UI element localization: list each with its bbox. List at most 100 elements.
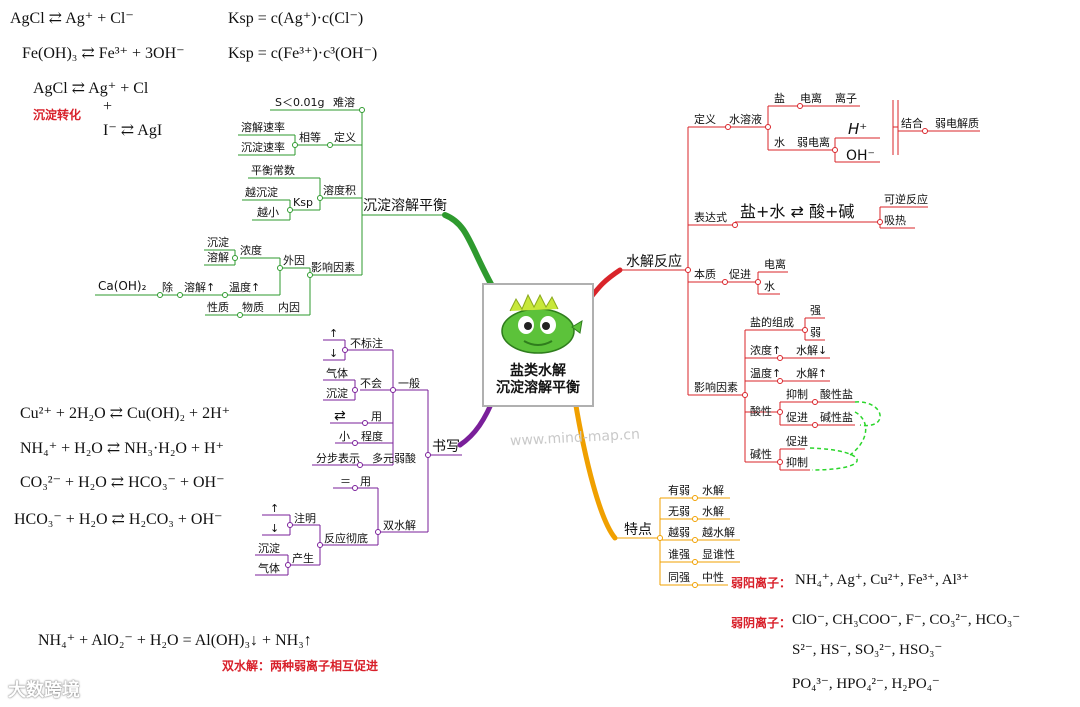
node-yizhi2: 抑制	[786, 455, 808, 469]
node-cujin3: 促进	[786, 410, 808, 424]
node-chengdu: 程度	[361, 429, 383, 443]
green-main-label: 沉淀溶解平衡	[363, 198, 447, 214]
label-weak-anions: 弱阴离子：	[731, 616, 792, 630]
node-buhui: 不会	[360, 377, 382, 390]
node-nanrong: 难溶	[333, 95, 355, 109]
node-shui2: 水	[764, 280, 775, 293]
node-dingyi: 定义	[334, 130, 356, 144]
node-yuexiao: 越小	[257, 205, 279, 219]
dragon-mascot-icon	[501, 293, 583, 354]
node-yong2: 用	[360, 475, 371, 488]
node-ruodianjiezhi: 弱电解质	[935, 116, 979, 130]
node-cujin: 促进	[729, 267, 751, 281]
node-wuzhi: 物质	[242, 300, 264, 314]
node-yuechendian: 越沉淀	[245, 185, 278, 199]
center-title-2: 沉淀溶解平衡	[496, 380, 580, 396]
node-shuangshui: 双水解	[383, 518, 416, 532]
eq-ksp-feoh3: Ksp = c(Fe³⁺)·c³(OH⁻)	[228, 45, 378, 62]
node-rongjie-rate: 溶解速率	[241, 120, 285, 134]
node-pingheng: 平衡常数	[251, 164, 295, 177]
node-dianli2: 电离	[764, 257, 786, 271]
node-chendian-rate: 沉淀速率	[241, 140, 285, 154]
node-neiyin: 内因	[278, 300, 300, 314]
node-r5b: 中性	[702, 570, 724, 584]
eq-ksp-agcl: Ksp = c(Ag⁺)·c(Cl⁻)	[228, 10, 364, 27]
node-sj-wendu: 温度↑	[750, 366, 781, 380]
node-sj-nongdu: 浓度↑	[750, 343, 781, 357]
node-suanxing: 酸性	[750, 404, 772, 418]
node-ksp: Ksp	[293, 196, 313, 209]
node-yong: 用	[371, 410, 382, 423]
node-ruodianli: 弱电离	[797, 135, 830, 149]
eq-plus: +	[103, 98, 113, 115]
node-dianli: 电离	[800, 91, 822, 105]
node-down: ↓	[329, 347, 338, 360]
node-jiehe: 结合	[901, 116, 923, 130]
node-r2a: 无弱	[668, 505, 690, 518]
node-shuijie-up: 水解↑	[796, 366, 827, 380]
eq-co3-hydrolysis: CO₃²⁻ + H₂O ⇄ HCO₃⁻ + OH⁻	[20, 474, 225, 491]
node-wendu-up: 温度↑	[229, 280, 260, 294]
node-rongjie-up: 溶解↑	[184, 280, 215, 294]
branch-line-orange	[572, 397, 618, 541]
node-up: ↑	[329, 327, 338, 340]
eq-agcl: AgCl ⇄ Ag⁺ + Cl⁻	[10, 10, 134, 27]
node-jianxing: 碱性	[750, 447, 772, 461]
node-expr: 盐+水 ⇄ 酸+碱	[740, 202, 854, 221]
eq-feoh3: Fe(OH)₃ ⇄ Fe³⁺ + 3OH⁻	[22, 45, 185, 62]
node-r3a: 越弱	[668, 525, 690, 539]
label-chendian-zhuanhua: 沉淀转化	[33, 108, 82, 122]
node-bubiaozhu: 不标注	[350, 336, 383, 350]
node-cujin4: 促进	[786, 434, 808, 448]
node-r1a: 有弱	[668, 483, 690, 497]
node-up2: ↑	[270, 502, 279, 515]
brand-logo-text: 大数跨境	[8, 680, 80, 701]
eq-cu-hydrolysis: Cu²⁺ + 2H₂O ⇄ Cu(OH)₂ + 2H⁺	[20, 405, 231, 422]
eq-agcl-2: AgCl ⇄ Ag⁺ + Cl	[33, 80, 149, 97]
red-main-label: 水解反应	[626, 253, 682, 270]
eq-nh4-hydrolysis: NH₄⁺ + H₂O ⇄ NH₃·H₂O + H⁺	[20, 440, 224, 457]
purple-main-label: 书写	[432, 439, 460, 455]
node-rongjie2: 溶解	[207, 250, 229, 264]
node-chu: 除	[162, 280, 173, 294]
node-duoyuan: 多元弱酸	[372, 451, 416, 465]
node-kenifanying: 可逆反应	[884, 192, 928, 206]
node-zhuming: 注明	[294, 511, 316, 525]
node-xingzhi: 性质	[207, 300, 229, 314]
weak-anions-list-1: ClO⁻, CH₃COO⁻, F⁻, CO₃²⁻, HCO₃⁻	[792, 612, 1021, 628]
node-qiti3: 气体	[258, 561, 280, 575]
node-arrows: ⇄	[334, 408, 346, 424]
node-chendian3: 沉淀	[258, 541, 280, 555]
node-fenbu: 分步表示	[316, 451, 360, 465]
node-ohminus: OH⁻	[846, 148, 875, 164]
node-eq: ＝	[340, 475, 351, 488]
node-sj-dingyi: 定义	[694, 112, 716, 126]
node-r5a: 同强	[668, 571, 690, 584]
node-chendian: 沉淀	[326, 386, 348, 400]
node-r1b: 水解	[702, 483, 724, 497]
node-qiti: 气体	[326, 366, 348, 380]
node-r2b: 水解	[702, 504, 724, 518]
weak-cations-list: NH₄⁺, Ag⁺, Cu²⁺, Fe³⁺, Al³⁺	[795, 572, 970, 588]
node-sj-yingxiang: 影响因素	[694, 381, 738, 394]
node-hplus: H⁺	[848, 120, 867, 138]
eq-hco3-hydrolysis: HCO₃⁻ + H₂O ⇄ H₂CO₃ + OH⁻	[14, 511, 223, 528]
label-weak-cations: 弱阳离子：	[731, 576, 792, 590]
node-r4b: 显谁性	[702, 547, 735, 561]
node-xire: 吸热	[884, 214, 906, 227]
node-qiang: 强	[810, 304, 821, 317]
node-yiban: 一般	[398, 377, 420, 390]
node-chendian2: 沉淀	[207, 235, 229, 249]
node-waiyin: 外因	[283, 254, 305, 267]
node-shui: 水	[774, 136, 785, 149]
node-r3b: 越水解	[702, 525, 735, 539]
node-suanxingyan: 酸性盐	[820, 387, 853, 401]
center-node: 盐类水解 沉淀溶解平衡	[482, 283, 594, 407]
node-down2: ↓	[270, 522, 279, 535]
node-shuijie-down: 水解↓	[796, 343, 827, 357]
node-nongdu: 浓度	[240, 243, 262, 257]
node-zucheng: 盐的组成	[750, 315, 794, 329]
node-biaodashi: 表达式	[694, 210, 727, 224]
node-jianxingyan: 碱性盐	[820, 410, 853, 424]
